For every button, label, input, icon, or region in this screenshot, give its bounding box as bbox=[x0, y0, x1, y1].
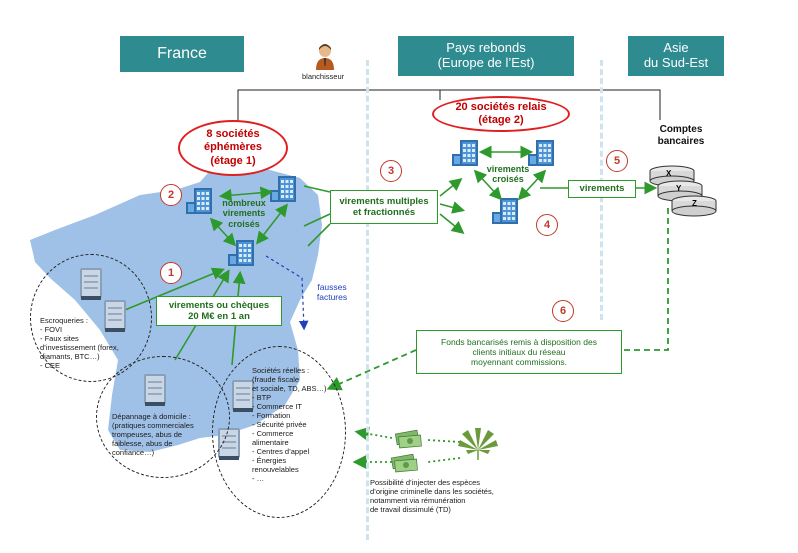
escroqueries-oval bbox=[30, 254, 152, 382]
relais-oval: 20 sociétés relais (étage 2) bbox=[432, 96, 570, 132]
societes-reelles-oval bbox=[212, 346, 346, 518]
ephemeres-oval: 8 sociétés éphémères (étage 1) bbox=[178, 120, 288, 176]
step-2: 2 bbox=[160, 184, 182, 206]
virements-cheques-box: virements ou chèques 20 M€ en 1 an bbox=[156, 296, 282, 326]
account-y: Y bbox=[676, 184, 682, 193]
person-icon bbox=[316, 44, 334, 70]
depannage-text: Dépannage à domicile : (pratiques commer… bbox=[112, 412, 194, 457]
region-header-asie: Asie du Sud-Est bbox=[628, 36, 724, 76]
building-icon bbox=[492, 198, 518, 224]
virements-box: virements bbox=[568, 180, 636, 198]
step-5: 5 bbox=[606, 150, 628, 172]
database-icon bbox=[671, 195, 717, 217]
comptes-bancaires-label: Comptes bancaires bbox=[657, 124, 705, 147]
virements-croises-label: virements croisés bbox=[486, 164, 530, 185]
building-icon bbox=[528, 140, 554, 166]
step-1: 1 bbox=[160, 262, 182, 284]
account-x: X bbox=[666, 169, 672, 178]
cannabis-leaf-icon bbox=[458, 428, 498, 460]
step-3: 3 bbox=[380, 160, 402, 182]
region-header-pays-rebonds: Pays rebonds (Europe de l’Est) bbox=[398, 36, 574, 76]
societes-reelles-text: Sociétés réelles : (fraude fiscale et so… bbox=[252, 366, 327, 483]
escroqueries-text: Escroqueries : - FOVI - Faux sites d’inv… bbox=[40, 316, 119, 370]
cash-icon bbox=[390, 453, 418, 473]
blanchisseur-label: blanchisseur bbox=[302, 72, 345, 81]
fausses-factures-label: fausses factures bbox=[316, 282, 348, 303]
fonds-remis-box: Fonds bancarisés remis à disposition des… bbox=[416, 330, 622, 374]
virements-multiples-box: virements multiples et fractionnés bbox=[330, 190, 438, 224]
region-header-france: France bbox=[120, 36, 244, 72]
step-6: 6 bbox=[552, 300, 574, 322]
region-separator bbox=[366, 60, 369, 540]
step-4: 4 bbox=[536, 214, 558, 236]
possibilite-text: Possibilité d’injecter des espèces d’ori… bbox=[370, 478, 494, 514]
cash-icon bbox=[394, 429, 422, 449]
building-icon bbox=[452, 140, 478, 166]
account-z: Z bbox=[692, 199, 697, 208]
nombreux-virements-label: nombreux virements croisés bbox=[222, 198, 266, 229]
